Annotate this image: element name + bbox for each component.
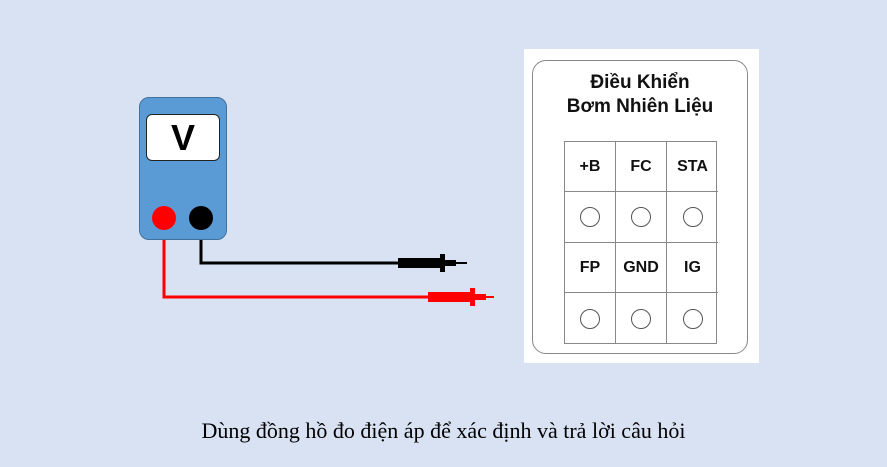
black-jack[interactable] (189, 206, 213, 230)
pin-label-fp: FP (565, 243, 616, 293)
red-probe[interactable] (428, 288, 494, 306)
pin-label-ig: IG (667, 243, 718, 293)
voltmeter-display: V (146, 114, 220, 161)
pin-label-plus-b: +B (565, 142, 616, 192)
pin-cell-plus-b (565, 192, 616, 243)
instruction-caption: Dùng đồng hồ đo điện áp để xác định và t… (201, 418, 686, 443)
pin-terminal-gnd[interactable] (631, 308, 651, 329)
black-probe[interactable] (398, 254, 467, 272)
connector-pin-grid: +B FC STA FP GND IG (564, 141, 718, 344)
connector-outline (532, 60, 748, 354)
red-lead-wire (162, 218, 430, 299)
pin-cell-fc (616, 192, 667, 243)
red-jack[interactable] (152, 206, 176, 230)
pin-cell-gnd (616, 293, 667, 344)
pin-label-sta: STA (667, 142, 718, 192)
pin-terminal-ig[interactable] (682, 308, 703, 329)
pin-terminal-fc[interactable] (631, 207, 651, 227)
pin-label-gnd: GND (616, 243, 667, 293)
pin-cell-ig (667, 293, 718, 344)
pin-label-fc: FC (616, 142, 667, 192)
pin-terminal-sta[interactable] (682, 207, 703, 227)
pin-terminal-plus-b[interactable] (580, 207, 600, 227)
connector-title-line2: Bơm Nhiên Liệu (566, 96, 714, 117)
black-lead-wire (199, 218, 400, 265)
pin-cell-sta (667, 192, 718, 243)
pin-cell-fp (565, 293, 616, 344)
voltmeter-unit-label: V (170, 116, 195, 158)
connector-title-line1: Điều Khiển (590, 72, 690, 93)
pin-terminal-fp[interactable] (580, 308, 600, 329)
